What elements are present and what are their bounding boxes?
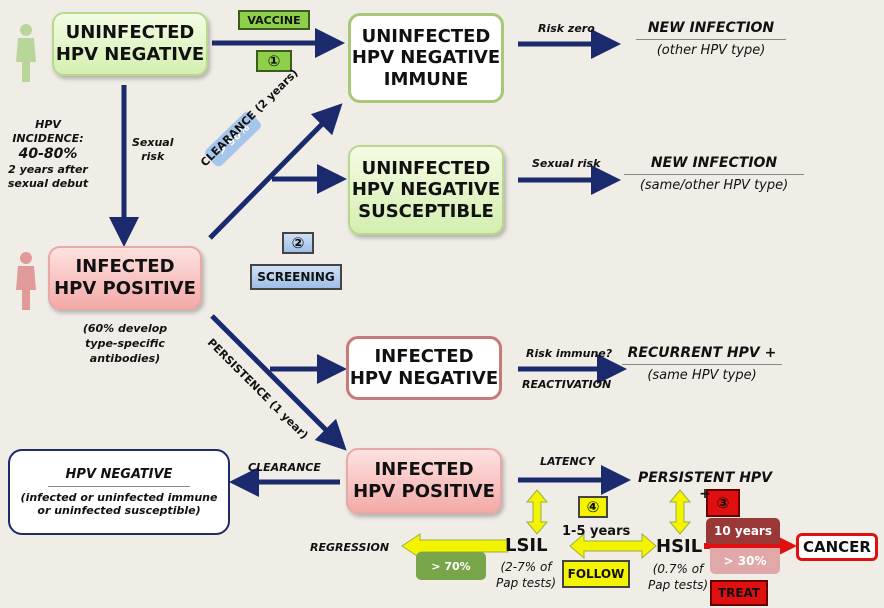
tag-step-4: ④ — [578, 496, 608, 518]
node-line: IMMUNE — [383, 68, 469, 90]
tag-follow: FOLLOW — [562, 560, 630, 588]
incidence-line: sexual debut — [7, 176, 89, 190]
tag-gt-70: > 70% — [416, 552, 486, 580]
label-1-5-years: 1-5 years — [562, 524, 631, 539]
label-line: (0.7% of — [652, 562, 704, 576]
label-line: Pap tests) — [496, 575, 556, 590]
node-line: HPV POSITIVE — [54, 278, 196, 299]
node-lsil: LSIL — [505, 535, 548, 556]
arrow-persistent-hsil — [668, 489, 692, 535]
female-figure-green-icon — [16, 24, 36, 82]
label-risk-zero: Risk zero — [538, 22, 595, 35]
label-risk-immune: Risk immune? — [526, 347, 613, 360]
label-line: Pap tests) — [648, 577, 708, 592]
result-persistent: PERSISTENT HPV + — [630, 470, 780, 502]
result-subtitle: (same HPV type) — [622, 364, 782, 383]
node-line: INFECTED — [374, 346, 474, 368]
label-reactivation: REACTIVATION — [522, 378, 612, 391]
tag-gt-30: > 30% — [710, 548, 780, 574]
node-infected-hpv-positive: INFECTED HPV POSITIVE — [48, 246, 202, 310]
node-line: HPV NEGATIVE — [349, 368, 499, 389]
tag-vaccine: VACCINE — [238, 10, 310, 30]
node-line: HPV NEGATIVE — [55, 44, 205, 65]
node-line: HPV NEGATIVE — [351, 47, 501, 69]
label-regression: REGRESSION — [310, 541, 390, 554]
node-line: HPV POSITIVE — [353, 481, 495, 502]
node-uninfected-hpv-negative: UNINFECTED HPV NEGATIVE — [52, 12, 208, 76]
label-line: antibodies) — [89, 351, 161, 365]
result-subtitle: (other HPV type) — [636, 39, 786, 58]
cancer-label: CANCER — [803, 538, 871, 556]
label-sexual-risk-vertical: Sexual risk — [132, 136, 174, 165]
tag-screening: SCREENING — [250, 264, 342, 290]
arrow-lsil-hsil — [569, 532, 657, 560]
tag-step-2: ② — [282, 232, 314, 254]
node-hpv-negative-summary: HPV NEGATIVE (infected or uninfected imm… — [8, 449, 230, 535]
summary-title: HPV NEGATIVE — [47, 467, 191, 488]
summary-line: (infected or uninfected immune — [20, 491, 218, 505]
label-line: (2-7% of — [500, 560, 552, 574]
label-incidence: HPV INCIDENCE: 40-80% 2 years after sexu… — [6, 118, 90, 191]
incidence-line: HPV INCIDENCE: — [12, 118, 84, 145]
tag-treat: TREAT — [710, 580, 768, 606]
summary-line: or uninfected susceptible) — [37, 504, 201, 518]
node-line: HPV NEGATIVE — [351, 179, 501, 201]
female-figure-pink-icon — [16, 252, 36, 310]
node-line: SUSCEPTIBLE — [358, 200, 494, 222]
label-antibodies: (60% develop type-specific antibodies) — [70, 322, 180, 367]
label-line: type-specific — [85, 336, 165, 350]
tag-step-3: ③ — [706, 489, 740, 517]
result-new-infection-other: NEW INFECTION (other HPV type) — [636, 20, 786, 58]
label-line: risk — [141, 150, 165, 164]
node-infected-hpv-positive-2: INFECTED HPV POSITIVE — [346, 448, 502, 514]
incidence-value: 40-80% — [18, 145, 78, 162]
result-recurrent: RECURRENT HPV + (same HPV type) — [622, 345, 782, 383]
node-immune: UNINFECTED HPV NEGATIVE IMMUNE — [348, 13, 504, 103]
node-infected-hpv-negative: INFECTED HPV NEGATIVE — [346, 336, 502, 400]
node-susceptible: UNINFECTED HPV NEGATIVE SUSCEPTIBLE — [348, 145, 504, 235]
result-title: RECURRENT HPV + — [627, 345, 777, 361]
result-subtitle: (same/other HPV type) — [624, 174, 804, 193]
arrow-clearance-diagonal — [208, 103, 343, 240]
node-line: UNINFECTED — [361, 157, 491, 179]
label-line: Sexual — [132, 136, 174, 149]
result-new-infection-same-other: NEW INFECTION (same/other HPV type) — [624, 155, 804, 193]
node-line: UNINFECTED — [361, 25, 491, 47]
node-line: INFECTED — [75, 256, 175, 278]
result-title: NEW INFECTION — [650, 155, 778, 171]
result-title: NEW INFECTION — [647, 20, 775, 36]
arrow-latency-lsil — [525, 489, 549, 535]
node-line: INFECTED — [374, 459, 474, 481]
incidence-line: 2 years after — [8, 163, 88, 176]
label-clearance: CLEARANCE — [248, 461, 321, 474]
label-hsil-note: (0.7% of Pap tests) — [648, 562, 708, 593]
label-line: (60% develop — [82, 322, 168, 335]
tag-step-1: ① — [256, 50, 292, 72]
node-hsil: HSIL — [656, 536, 703, 557]
label-sexual-risk: Sexual risk — [532, 157, 601, 170]
node-cancer: CANCER — [796, 533, 878, 561]
label-latency: LATENCY — [540, 455, 595, 468]
arrow-persistence-diagonal — [210, 314, 347, 451]
label-lsil-note: (2-7% of Pap tests) — [496, 560, 556, 591]
result-title: PERSISTENT HPV + — [637, 470, 773, 502]
node-line: UNINFECTED — [65, 22, 195, 44]
tag-10-years: 10 years — [706, 518, 780, 544]
